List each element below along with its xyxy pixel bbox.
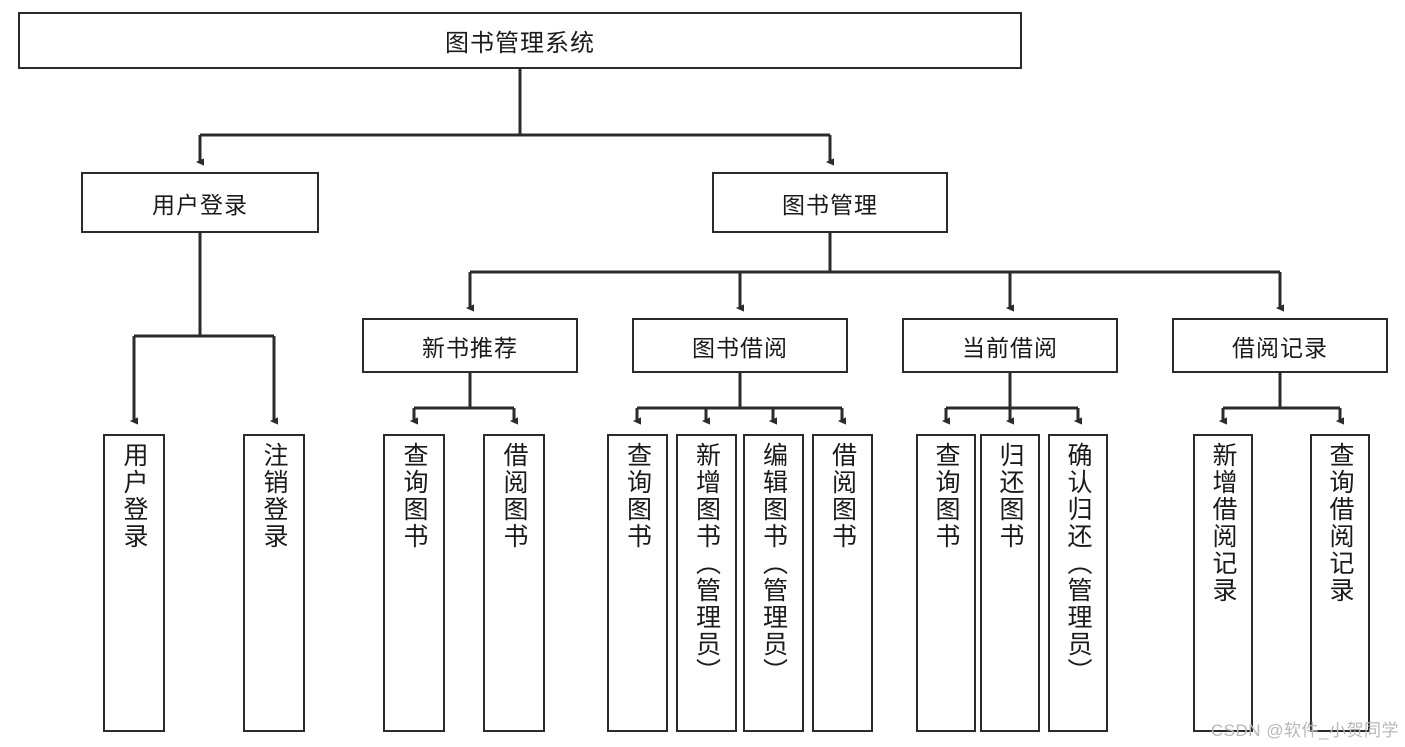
leaf-label: 借阅图书 bbox=[828, 442, 857, 550]
leaf-book-borrow-borrow[interactable]: 借阅图书 bbox=[812, 434, 873, 732]
leaf-label: 归还图书 bbox=[996, 442, 1024, 550]
leaf-book-borrow-edit[interactable]: 编辑图书（管理员） bbox=[743, 434, 804, 732]
leaf-borrow-record-query[interactable]: 查询借阅记录 bbox=[1310, 434, 1370, 732]
leaf-new-book-query[interactable]: 查询图书 bbox=[383, 434, 445, 732]
leaf-label: 用户登录 bbox=[120, 442, 148, 550]
leaf-label: 新增借阅记录 bbox=[1209, 442, 1237, 604]
leaf-borrow-record-add[interactable]: 新增借阅记录 bbox=[1193, 434, 1253, 732]
node-root-system[interactable]: 图书管理系统 bbox=[18, 12, 1022, 69]
leaf-label: 编辑图书（管理员） bbox=[759, 442, 788, 685]
node-new-book-recommend[interactable]: 新书推荐 bbox=[362, 318, 578, 373]
leaf-label: 查询图书 bbox=[932, 442, 960, 550]
node-book-borrow[interactable]: 图书借阅 bbox=[632, 318, 848, 373]
leaf-user-login-login[interactable]: 用户登录 bbox=[103, 434, 165, 732]
node-current-borrow[interactable]: 当前借阅 bbox=[902, 318, 1118, 373]
leaf-current-borrow-confirm[interactable]: 确认归还（管理员） bbox=[1048, 434, 1108, 732]
leaf-label: 注销登录 bbox=[260, 442, 288, 550]
leaf-label: 确认归还（管理员） bbox=[1064, 442, 1092, 685]
leaf-user-login-logout[interactable]: 注销登录 bbox=[243, 434, 305, 732]
node-book-management[interactable]: 图书管理 bbox=[712, 172, 948, 233]
leaf-label: 查询图书 bbox=[623, 442, 652, 550]
node-user-login[interactable]: 用户登录 bbox=[81, 172, 319, 233]
leaf-label: 新增图书（管理员） bbox=[692, 442, 721, 685]
leaf-label: 借阅图书 bbox=[500, 442, 528, 550]
leaf-book-borrow-query[interactable]: 查询图书 bbox=[607, 434, 668, 732]
leaf-new-book-borrow[interactable]: 借阅图书 bbox=[483, 434, 545, 732]
node-borrow-record[interactable]: 借阅记录 bbox=[1172, 318, 1388, 373]
leaf-label: 查询借阅记录 bbox=[1326, 442, 1354, 604]
leaf-current-borrow-query[interactable]: 查询图书 bbox=[916, 434, 976, 732]
leaf-label: 查询图书 bbox=[400, 442, 428, 550]
leaf-current-borrow-return[interactable]: 归还图书 bbox=[980, 434, 1040, 732]
watermark-text: CSDN @软件_小贺同学 bbox=[1210, 721, 1399, 740]
leaf-book-borrow-add[interactable]: 新增图书（管理员） bbox=[676, 434, 737, 732]
